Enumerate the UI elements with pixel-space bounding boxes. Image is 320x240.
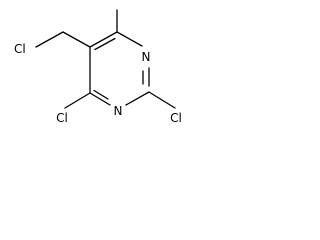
bond-c2-n3 bbox=[125, 91, 150, 106]
bond-ch2-cl bbox=[35, 31, 64, 48]
atom-label-group: Cl N N Cl Cl bbox=[14, 42, 182, 125]
bond-c5-ch2 bbox=[62, 31, 91, 48]
atom-label-cl-c2: Cl bbox=[170, 111, 182, 125]
bond-n3-c4-inner bbox=[93, 89, 109, 100]
bond-group bbox=[35, 9, 176, 109]
bond-c4-cl bbox=[64, 92, 91, 109]
bond-c6-c5 bbox=[89, 31, 118, 48]
atom-label-cl-chloromethyl: Cl bbox=[14, 42, 26, 56]
atom-label-n3: N bbox=[142, 50, 151, 64]
atom-label-cl-c4: Cl bbox=[56, 111, 68, 125]
atom-label-n1: N bbox=[114, 104, 123, 118]
bond-c6-c5-inner bbox=[94, 37, 116, 51]
bond-n3-c4 bbox=[89, 92, 111, 106]
bond-c6-n1 bbox=[116, 31, 143, 47]
bond-c2-cl bbox=[148, 91, 176, 109]
molecule-structure-diagram: Cl N N Cl Cl bbox=[14, 9, 182, 125]
